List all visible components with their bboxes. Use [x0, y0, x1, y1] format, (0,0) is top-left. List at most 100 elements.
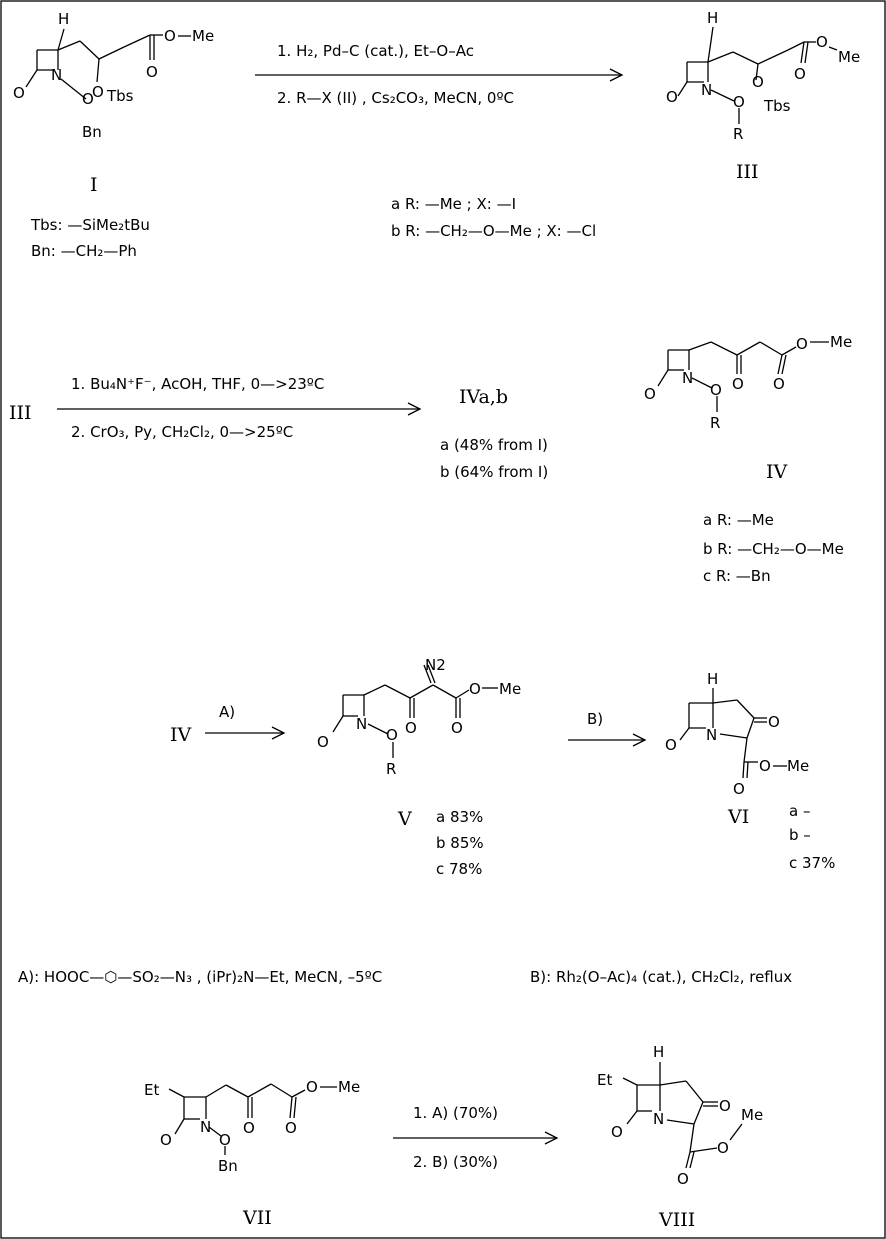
compound-III: H O N O R O Tbs O O Me III	[666, 9, 860, 183]
atom-o-keto: O	[243, 1119, 255, 1137]
atom-o-keto: O	[719, 1097, 731, 1115]
atom-o-keto: O	[405, 719, 417, 737]
atom-o-tbs: O	[752, 73, 764, 91]
reaction-step-2: III 1. Bu₄N⁺F⁻, AcOH, THF, 0—>23ºC 2. Cr…	[9, 375, 548, 481]
atom-o-ester: O	[759, 757, 771, 775]
atom-me: Me	[787, 757, 809, 775]
yield-c: c 37%	[789, 854, 835, 872]
atom-h: H	[58, 10, 69, 28]
compound-label-III: III	[736, 161, 759, 183]
atom-me: Me	[192, 27, 214, 45]
step5-conditions-line1: 1. A) (70%)	[413, 1104, 498, 1122]
reaction-step-1: 1. H₂, Pd–C (cat.), Et–O–Ac 2. R—X (II) …	[255, 42, 624, 240]
atom-o-ester: O	[306, 1078, 318, 1096]
arrow-head	[544, 1131, 559, 1145]
compound-IV: O N O R O O O Me IV a R: —Me b R: —CH₂—O…	[644, 333, 852, 585]
atom-bn: Bn	[82, 123, 102, 141]
atom-o-ester: O	[469, 680, 481, 698]
step3-start-label: IV	[170, 724, 192, 746]
atom-r: R	[386, 760, 396, 778]
step1-variant-b: b R: —CH₂—O—Me ; X: —Cl	[391, 222, 596, 240]
tbs-definition: Tbs: —SiMe₂tBu	[30, 216, 150, 234]
atom-n: N	[701, 81, 712, 99]
step2-product-label: IVa,b	[459, 386, 508, 408]
step1-variant-a: a R: —Me ; X: —I	[391, 195, 516, 213]
atom-o-carbonyl: O	[794, 65, 806, 83]
atom-me: Me	[838, 48, 860, 66]
atom-o-ester: O	[717, 1139, 729, 1157]
atom-n: N	[653, 1110, 664, 1128]
reagent-conditions: A): HOOC—⬡—SO₂—N₃ , (iPr)₂N—Et, MeCN, –5…	[18, 968, 792, 986]
compound-label-I: I	[90, 174, 98, 196]
atom-o-carbonyl: O	[285, 1119, 297, 1137]
reaction-step-3: IV A)	[170, 703, 286, 746]
compound-I: H O N O Bn O Tbs O O Me I Tbs: —SiMe₂tBu…	[13, 10, 214, 260]
atom-o-n: O	[710, 381, 722, 399]
atom-o-lactam: O	[666, 88, 678, 106]
atom-o-n: O	[733, 93, 745, 111]
atom-tbs: Tbs	[763, 97, 791, 115]
atom-o-tbs: O	[92, 83, 104, 101]
atom-tbs: Tbs	[106, 87, 134, 105]
arrow-head	[632, 733, 647, 747]
atom-o-lactam: O	[611, 1123, 623, 1141]
atom-bn: Bn	[218, 1157, 238, 1175]
compound-VIII: Et H O N O O O Me VIII	[597, 1043, 763, 1231]
bn-definition: Bn: —CH₂—Ph	[31, 242, 137, 260]
atom-me: Me	[830, 333, 852, 351]
step2-yield-b: b (64% from I)	[440, 463, 548, 481]
atom-me: Me	[741, 1106, 763, 1124]
atom-et: Et	[597, 1071, 612, 1089]
compound-label-VII: VII	[242, 1207, 272, 1229]
atom-et: Et	[144, 1081, 159, 1099]
atom-n: N	[51, 66, 62, 84]
yield-a: a –	[789, 802, 810, 820]
compound-VII: Et O N O Bn O O O Me VII	[144, 1078, 360, 1229]
conditions-a: A): HOOC—⬡—SO₂—N₃ , (iPr)₂N—Et, MeCN, –5…	[18, 968, 382, 986]
atom-o-ester: O	[796, 335, 808, 353]
step5-conditions-line2: 2. B) (30%)	[413, 1153, 498, 1171]
compound-label-V: V	[397, 808, 412, 830]
atom-n: N	[706, 726, 717, 744]
atom-n: N	[356, 715, 367, 733]
compound-VI: H O N O O O Me VI a – b – c 37%	[665, 670, 835, 872]
variant-b: b R: —CH₂—O—Me	[703, 540, 844, 558]
step3-label: A)	[219, 703, 235, 721]
atom-me: Me	[499, 680, 521, 698]
atom-n: N	[200, 1118, 211, 1136]
atom-n: N	[682, 369, 693, 387]
step2-yield-a: a (48% from I)	[440, 436, 548, 454]
yield-c: c 78%	[436, 860, 482, 878]
compound-label-VIII: VIII	[658, 1209, 695, 1231]
variant-a: a R: —Me	[703, 511, 774, 529]
yield-b: b –	[789, 826, 811, 844]
compound-label-IV: IV	[766, 461, 788, 483]
yield-b: b 85%	[436, 834, 484, 852]
atom-o-lactam: O	[644, 385, 656, 403]
atom-o-lactam: O	[160, 1131, 172, 1149]
compound-label-VI: VI	[727, 806, 749, 828]
atom-h: H	[707, 670, 718, 688]
atom-h: H	[707, 9, 718, 27]
atom-h: H	[653, 1043, 664, 1061]
atom-o-n: O	[82, 90, 94, 108]
atom-o-lactam: O	[317, 733, 329, 751]
atom-me: Me	[338, 1078, 360, 1096]
arrow-head	[609, 68, 624, 82]
reaction-step-5: 1. A) (70%) 2. B) (30%)	[393, 1104, 559, 1171]
atom-o-keto: O	[768, 713, 780, 731]
compound-V: N2 O N O R O O O Me V a 83% b 85% c 78%	[317, 656, 521, 878]
atom-o-n: O	[386, 726, 398, 744]
step1-conditions-line1: 1. H₂, Pd–C (cat.), Et–O–Ac	[277, 42, 474, 60]
atom-o-carbonyl: O	[677, 1170, 689, 1188]
arrow-head	[271, 726, 286, 740]
atom-o-lactam: O	[13, 84, 25, 102]
atom-o-lactam: O	[665, 736, 677, 754]
atom-o-keto: O	[732, 375, 744, 393]
step4-label: B)	[587, 710, 603, 728]
atom-o-carbonyl: O	[733, 780, 745, 798]
reaction-step-4: B)	[568, 710, 647, 747]
atom-o-carbonyl: O	[451, 719, 463, 737]
